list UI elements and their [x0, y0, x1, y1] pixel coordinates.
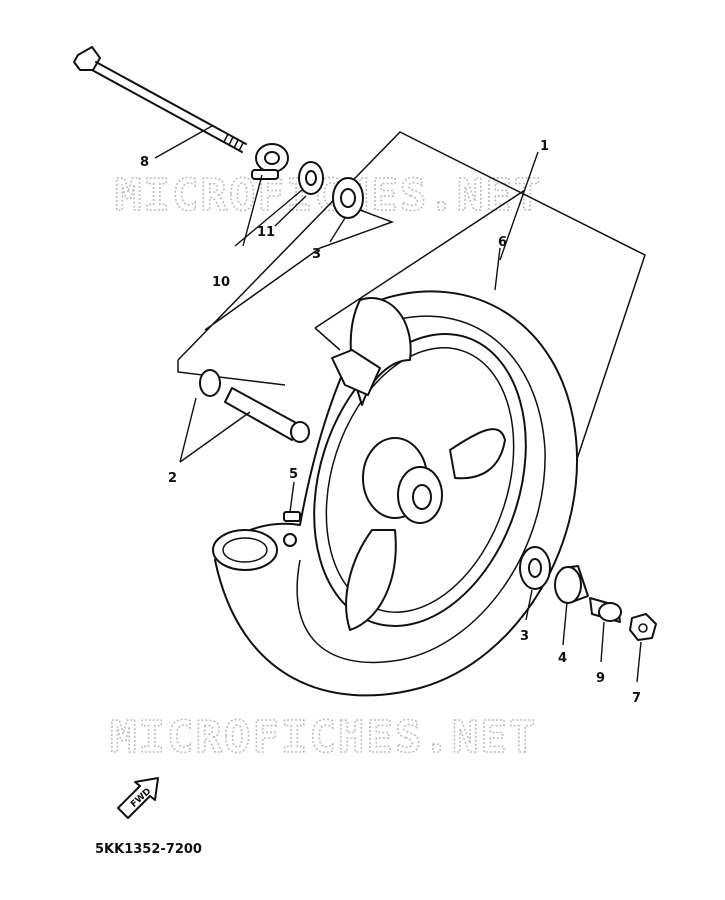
callout-7: 7	[632, 691, 641, 706]
bearing-top	[332, 177, 364, 219]
tire-cross-section	[212, 529, 278, 571]
callout-10: 10	[212, 275, 230, 290]
collar-bottom	[554, 565, 589, 604]
valve-part	[283, 511, 301, 547]
callout-11: 11	[257, 225, 275, 240]
callout-6: 6	[498, 235, 507, 250]
callout-3-bottom: 3	[520, 629, 529, 644]
forward-arrow-icon: FWD	[117, 777, 159, 819]
spacer-part	[199, 369, 310, 443]
callout-3-top: 3	[312, 247, 321, 262]
washer-part	[298, 161, 324, 195]
axle-bolt	[73, 46, 247, 153]
callout-5: 5	[289, 467, 298, 482]
leader-lines	[154, 125, 642, 683]
callout-4: 4	[558, 651, 567, 666]
wheel-assembly	[212, 290, 578, 697]
spoke-right	[449, 428, 506, 480]
assembly-bracket	[177, 131, 646, 556]
bearing-bottom	[519, 546, 551, 590]
watermark-bottom: MICROFICHES.NET	[110, 712, 537, 763]
spacer-bottom	[589, 597, 622, 623]
collar-part	[251, 143, 289, 180]
watermark-top: MICROFICHES.NET	[115, 170, 542, 221]
hub-bore	[412, 484, 432, 510]
callout-9: 9	[596, 671, 605, 686]
valve-bracket	[331, 349, 381, 396]
assembly-bracket-inner	[314, 189, 526, 351]
nut-part	[629, 613, 657, 641]
diagram-code: 5KK1352-7200	[95, 842, 202, 857]
tire-inner-edge	[296, 315, 546, 664]
callout-8: 8	[140, 155, 149, 170]
callout-2: 2	[168, 471, 177, 486]
spoke-lower	[345, 529, 397, 631]
callout-1: 1	[540, 139, 549, 154]
